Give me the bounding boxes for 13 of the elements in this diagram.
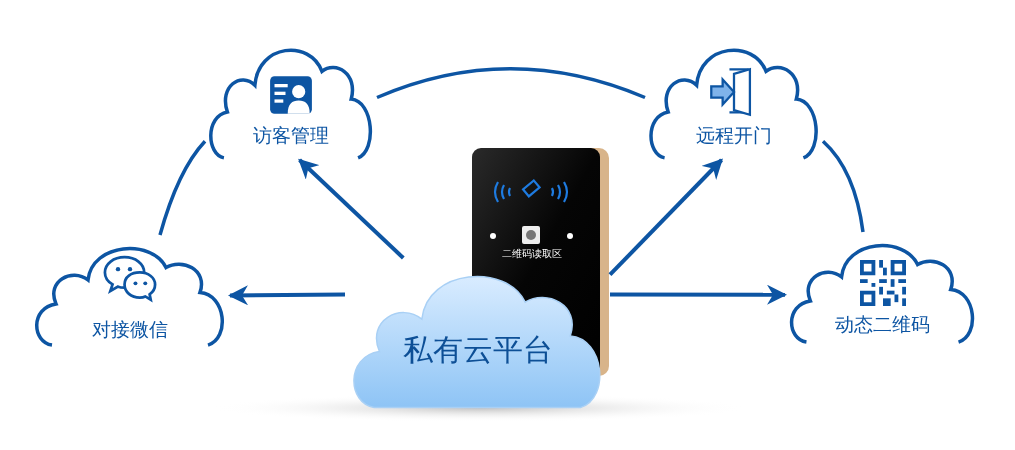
connector-line: [376, 67, 646, 100]
arrow: [298, 158, 405, 260]
service-label: 对接微信: [91, 317, 169, 342]
service-label: 动态二维码: [834, 312, 931, 337]
platform-title: 私有云平台: [401, 331, 554, 369]
connector-line: [821, 140, 865, 233]
service-label: 访客管理: [252, 123, 330, 148]
arrow: [610, 284, 787, 305]
service-label: 远程开门: [695, 123, 773, 148]
arrow: [608, 158, 723, 277]
connector-line: [158, 140, 207, 236]
arrow: [228, 285, 346, 306]
device-caption: 二维码读取区: [501, 247, 563, 261]
